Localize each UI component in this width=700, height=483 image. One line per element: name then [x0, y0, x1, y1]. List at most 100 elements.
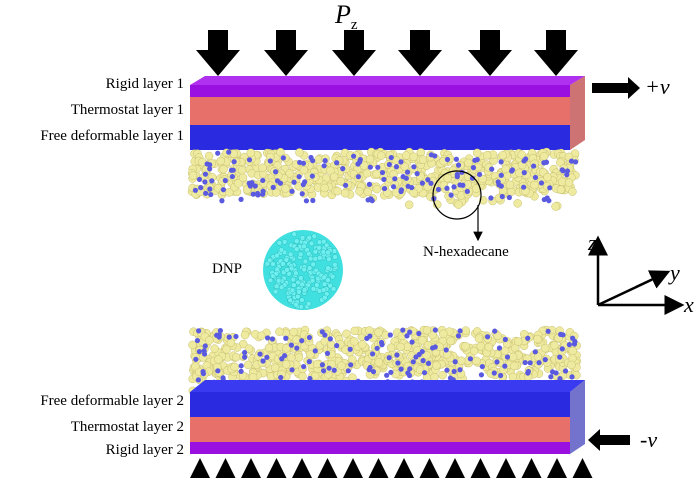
fluid-atom-end	[509, 167, 516, 173]
support-triangle	[394, 458, 414, 478]
fluid-atom-end	[202, 171, 209, 177]
pressure-arrow	[332, 30, 376, 76]
fluid-atom-end	[393, 164, 400, 170]
dnp-atom	[330, 286, 337, 292]
fluid-atom	[233, 179, 243, 188]
fluid-atom	[404, 200, 414, 209]
fluid-atom-end	[200, 368, 206, 375]
fluid-atom	[363, 187, 373, 197]
pressure-subscript: z	[350, 17, 358, 34]
fluid-atom-end	[435, 186, 442, 193]
fluid-atom-end	[289, 367, 295, 373]
fluid-atom-end	[310, 197, 316, 204]
support-triangle	[521, 458, 542, 478]
fluid-atom	[264, 343, 274, 353]
fluid-atom-end	[264, 335, 271, 341]
fluid-atom	[568, 187, 577, 196]
top-slab-side	[570, 76, 585, 150]
fluid-atom	[469, 346, 479, 356]
fluid-atom-end	[406, 372, 413, 379]
fluid-atom-end	[381, 176, 387, 183]
dnp-atom	[274, 283, 280, 290]
fluid-atom	[556, 185, 566, 194]
fluid-atom	[461, 341, 470, 351]
fluid-atom-end	[222, 177, 228, 184]
fluid-atom	[295, 148, 304, 157]
fluid-atom-end	[215, 150, 221, 156]
dnp-atom	[301, 287, 308, 293]
fluid-atom	[282, 344, 291, 353]
dnp-atom	[302, 258, 309, 265]
fluid-atom	[298, 371, 307, 381]
fluid-atom-end	[416, 330, 422, 337]
label-rigid-layer-1: Rigid layer 1	[105, 76, 184, 92]
support-triangle	[445, 458, 465, 478]
dnp-atom	[291, 231, 297, 237]
fluid-atom	[214, 355, 223, 364]
fluid-atom-end	[255, 190, 261, 197]
fluid-atom	[550, 341, 559, 350]
fluid-atom-end	[536, 360, 542, 366]
dnp-atom	[309, 277, 316, 284]
dnp-atom	[273, 270, 280, 277]
fluid-atom-end	[365, 197, 371, 203]
fluid-atom	[376, 151, 386, 160]
fluid-atom-end	[443, 347, 449, 353]
fluid-atom	[337, 361, 346, 370]
dnp-atom	[327, 282, 333, 289]
free-deformable-layer-1	[190, 125, 570, 150]
label-thermostat-layer-2: Thermostat layer 2	[70, 419, 184, 435]
fluid-atom	[238, 173, 248, 182]
fluid-atom-end	[193, 356, 199, 362]
fluid-atom-end	[334, 343, 340, 349]
dnp-atom	[317, 255, 323, 261]
fluid-atom	[271, 188, 281, 197]
fluid-atom-end	[299, 338, 305, 344]
dnp-atom	[295, 293, 301, 300]
fluid-atom-end	[532, 174, 539, 181]
fluid-atom	[348, 355, 357, 364]
fluid-atom-end	[209, 178, 215, 184]
fluid-atom-end	[494, 359, 500, 365]
fluid-atom	[222, 345, 231, 354]
dnp-atom	[290, 276, 296, 283]
fluid-atom	[508, 352, 518, 362]
fluid-atom-end	[321, 368, 327, 374]
fluid-atom-end	[238, 196, 244, 202]
dnp-label: DNP	[212, 261, 243, 277]
fluid-atom	[362, 169, 372, 178]
dnp-atom	[267, 277, 274, 284]
fluid-atom-end	[404, 169, 411, 175]
dnp-atom	[326, 256, 332, 262]
fluid-atom-end	[571, 341, 578, 347]
fluid-atom-end	[447, 375, 454, 381]
fluid-atom-end	[388, 154, 394, 161]
fluid-atom	[446, 336, 455, 346]
fluid-atom-end	[348, 362, 354, 368]
fluid-atom-end	[220, 187, 227, 193]
fluid-atom-end	[472, 157, 478, 163]
fluid-atom-end	[491, 370, 497, 376]
fluid-atom	[294, 353, 304, 362]
fluid-atom-end	[392, 176, 398, 182]
fluid-atom	[454, 200, 463, 209]
fluid-atom-end	[322, 332, 328, 338]
dnp-atom	[320, 249, 327, 255]
fluid-atom-end	[351, 153, 357, 159]
dnp-atom	[293, 270, 299, 276]
fluid-atom-end	[492, 328, 498, 334]
fluid-atom	[333, 186, 342, 196]
fluid-atom-end	[217, 327, 223, 334]
fluid-atom-end	[379, 169, 386, 176]
fluid-atom	[336, 176, 346, 186]
bottom-slab	[190, 380, 585, 454]
fluid-atom-end	[300, 160, 307, 166]
fluid-atom	[478, 174, 487, 184]
dnp-atom	[289, 287, 296, 294]
fluid-atom-end	[538, 180, 545, 186]
fluid-atom-end	[522, 359, 528, 366]
fluid-atom	[540, 343, 550, 353]
fluid-atom	[275, 327, 284, 336]
